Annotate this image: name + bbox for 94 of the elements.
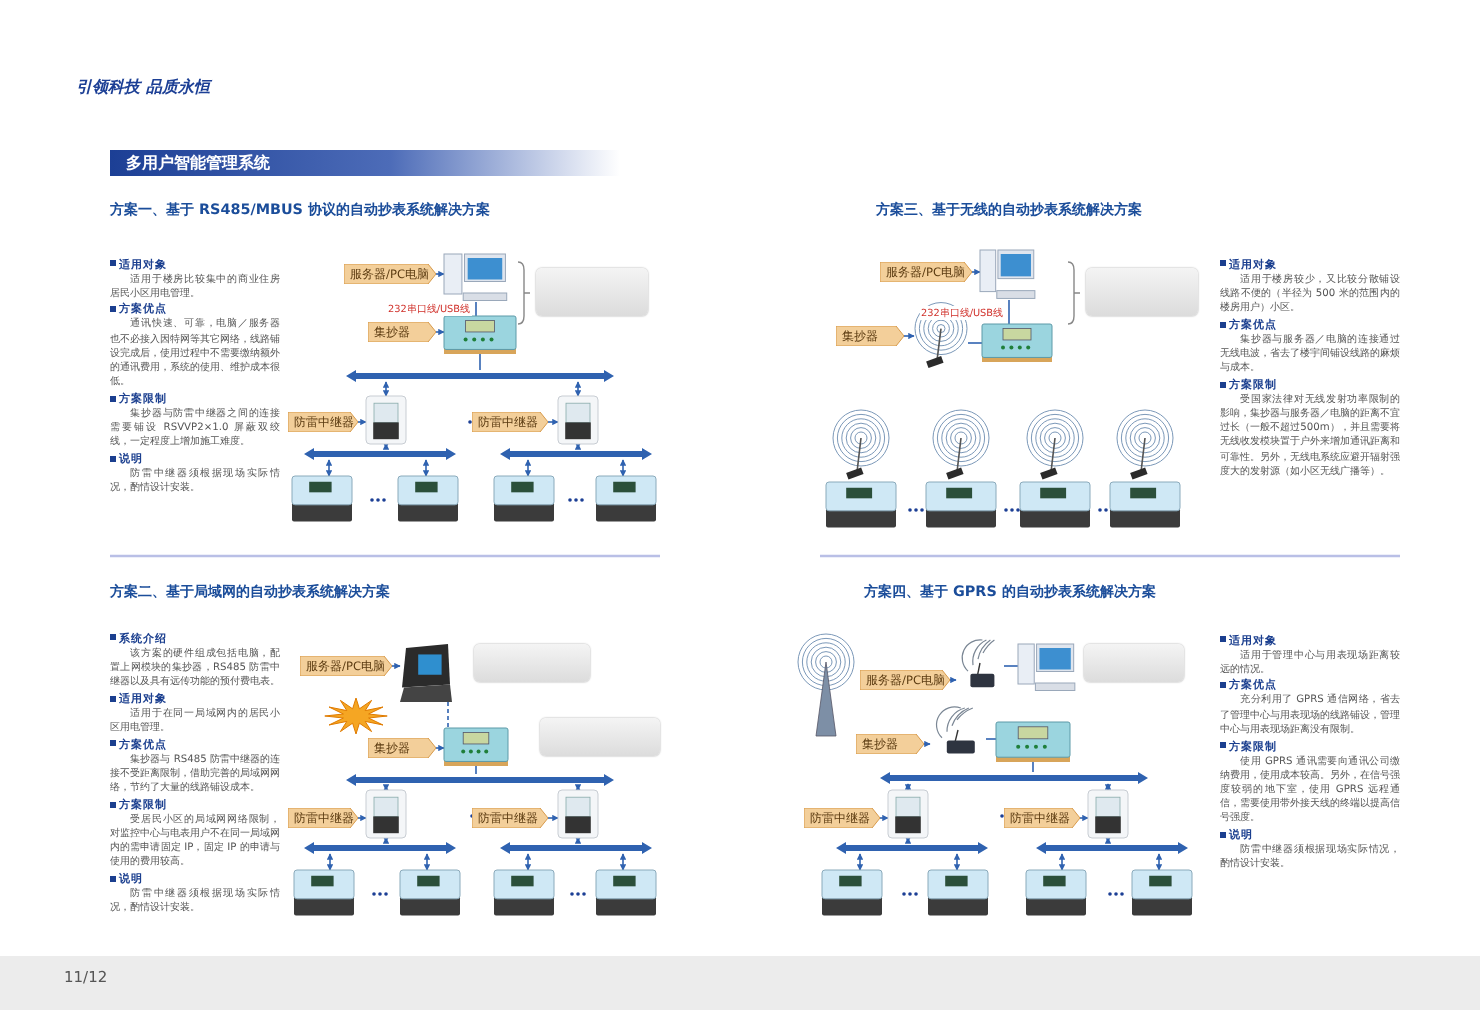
connector (574, 442, 582, 450)
meter-drawing (492, 476, 556, 524)
bus-bar (304, 448, 456, 460)
meter-drawing (398, 870, 462, 918)
bus-bar (836, 842, 988, 854)
meter-drawing (492, 870, 556, 918)
connector (1003, 665, 1019, 667)
repeater-drawing (366, 396, 406, 444)
repeater-drawing (558, 396, 598, 444)
connector (971, 268, 981, 276)
computer-drawing (980, 248, 1036, 300)
callout-box (540, 718, 660, 756)
meter-drawing (1024, 870, 1088, 918)
connector (879, 814, 889, 822)
bus-bar (304, 842, 456, 854)
callout-box (536, 268, 648, 316)
connector (524, 853, 532, 871)
computer-drawing (1018, 642, 1076, 692)
connector (904, 836, 912, 844)
connector (447, 701, 449, 729)
connector (967, 342, 983, 344)
connector (382, 836, 390, 844)
connector (904, 783, 912, 791)
repeater-drawing (1088, 790, 1128, 838)
wireless-meter-drawing (824, 410, 898, 530)
connector (1104, 783, 1112, 791)
connector (1008, 299, 1010, 325)
connector (619, 853, 627, 871)
monitor-drawing (400, 644, 452, 702)
connector (357, 418, 367, 426)
connector (422, 459, 430, 477)
bus-bar (1036, 842, 1188, 854)
connector (856, 853, 864, 871)
meter-drawing (926, 870, 990, 918)
meter-drawing (820, 870, 884, 918)
connector (357, 814, 367, 822)
connector (423, 853, 431, 871)
concentrator-drawing (444, 316, 516, 354)
connector (985, 738, 997, 740)
meter-drawing (594, 476, 658, 524)
connector (475, 301, 477, 317)
connector (547, 418, 559, 426)
callout-box (1084, 644, 1184, 682)
connector (479, 353, 481, 371)
computer-drawing (444, 252, 508, 302)
connector (326, 853, 334, 871)
repeater-drawing (888, 790, 928, 838)
connector (391, 662, 401, 670)
connector (953, 853, 961, 871)
bus-bar (500, 448, 652, 460)
connector (574, 836, 582, 844)
connector (574, 381, 582, 397)
connector (1104, 836, 1112, 844)
title-band: 多用户智能管理系统 (110, 150, 620, 176)
connector (435, 328, 445, 336)
connector (435, 744, 445, 752)
bus-bar (880, 772, 1148, 784)
connector (619, 459, 627, 477)
meter-drawing (594, 870, 658, 918)
connector (325, 459, 333, 477)
connector (382, 784, 390, 792)
connector (435, 270, 445, 278)
wireless-meter-drawing (924, 410, 998, 530)
concentrator-drawing (982, 324, 1052, 362)
bus-bar (346, 370, 614, 382)
connector (949, 676, 957, 684)
wireless-meter-drawing (1018, 410, 1092, 530)
connector (903, 332, 915, 340)
meter-drawing (290, 476, 354, 524)
connector (1032, 761, 1034, 773)
connector (547, 814, 559, 822)
meter-drawing (1130, 870, 1194, 918)
connector (475, 765, 477, 775)
callout-box (1086, 268, 1198, 316)
bus-bar (346, 774, 614, 786)
tower-drawing (796, 632, 856, 736)
connector (574, 784, 582, 792)
concentrator-drawing (444, 728, 508, 766)
connector (382, 381, 390, 397)
repeater-drawing (366, 790, 406, 838)
repeater-drawing (558, 790, 598, 838)
meter-drawing (396, 476, 460, 524)
connector (382, 442, 390, 450)
connector (1155, 853, 1163, 871)
connector (1058, 853, 1066, 871)
connector (1079, 814, 1089, 822)
concentrator-drawing (996, 722, 1070, 762)
connector (524, 459, 532, 477)
connector (923, 740, 931, 748)
wireless-meter-drawing (1108, 410, 1182, 530)
bus-bar (500, 842, 652, 854)
callout-box (474, 644, 590, 682)
meter-drawing (292, 870, 356, 918)
slogan-text: 引领科技 品质永恒 (76, 76, 210, 98)
